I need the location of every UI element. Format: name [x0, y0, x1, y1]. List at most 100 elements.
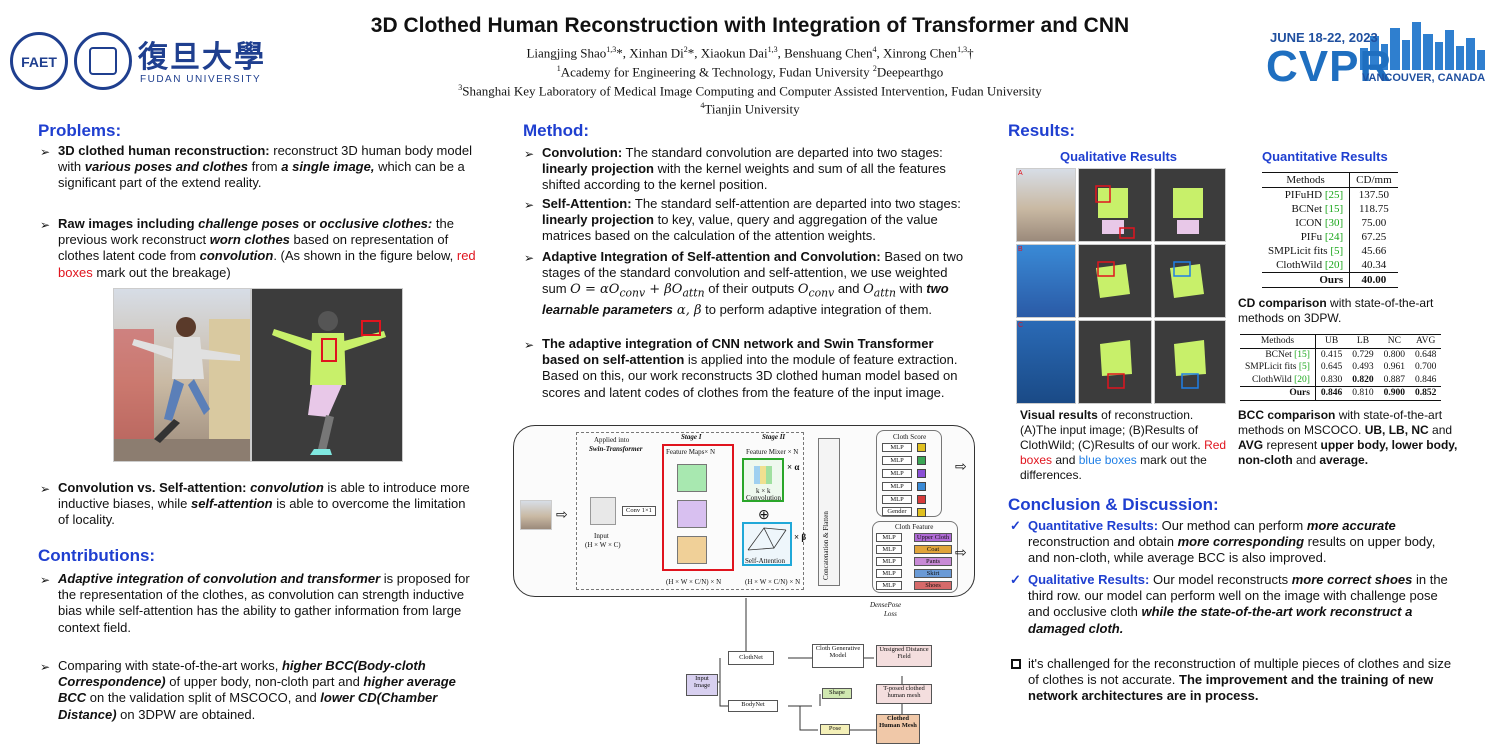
- pants-label: Pants: [914, 557, 952, 566]
- problem-item-1: 3D clothed human reconstruction: reconst…: [58, 143, 472, 191]
- bcc-value-cell: 0.900: [1383, 388, 1406, 398]
- conv1x1-box: Conv 1×1: [622, 506, 656, 516]
- mlp-box: MLP: [876, 533, 902, 542]
- cd-table-row: PIFu [24] 67.25: [1262, 230, 1398, 244]
- cloth-score-swatch: [917, 469, 926, 478]
- cd-method-cell: SMPLicit fits [5]: [1262, 244, 1351, 258]
- shape-box: Shape: [822, 688, 852, 699]
- fudan-university-text: FUDAN UNIVERSITY: [140, 74, 262, 85]
- stage-2-label: Stage II: [762, 433, 786, 441]
- bullet-arrow-icon: ➢: [524, 251, 535, 265]
- bcc-header-nc: NC: [1387, 336, 1401, 346]
- unsigned-distance-field-box: Unsigned Distance Field: [876, 645, 932, 667]
- cloth-score-label: Cloth Score: [893, 433, 927, 441]
- swin-module-box: [576, 432, 804, 590]
- mlp-box: MLP: [882, 469, 912, 478]
- cd-method-cell: ICON [30]: [1262, 216, 1351, 230]
- mlp-box: MLP: [876, 557, 902, 566]
- diagram-input-thumbnail: [520, 500, 552, 530]
- cloth-feature-label: Cloth Feature: [895, 523, 934, 531]
- row-a-input: [1016, 168, 1076, 242]
- cd-table-row: ClothWild [20] 40.34: [1262, 258, 1398, 273]
- bcc-header-methods: Methods: [1240, 334, 1316, 348]
- affiliation-line-2: 3Shanghai Key Laboratory of Medical Imag…: [458, 82, 1042, 98]
- cd-method-cell: PIFu [24]: [1262, 230, 1351, 244]
- bcc-caption: BCC comparison with state-of-the-art met…: [1238, 408, 1458, 467]
- conclusion-limitation: it's challenged for the reconstruction o…: [1028, 656, 1452, 704]
- cvpr-date: JUNE 18-22, 2023: [1270, 30, 1378, 45]
- stage-1-dims: (H × W × C/N) × N: [666, 578, 722, 586]
- bcc-value-cell: 0.700: [1415, 362, 1437, 372]
- applied-into-label: Applied into: [594, 436, 630, 444]
- bcc-method-cell: Ours: [1240, 386, 1316, 400]
- cd-value-cell: 118.75: [1358, 203, 1389, 215]
- mlp-box: MLP: [876, 569, 902, 578]
- method-adaptive-integration: Adaptive Integration of Self-attention a…: [542, 249, 964, 319]
- cd-table-row: PIFuHD [25]137.50: [1262, 187, 1398, 202]
- bcc-value-cell: 0.415: [1320, 349, 1343, 360]
- pose-box: Pose: [820, 724, 850, 735]
- mlp-box: MLP: [882, 495, 912, 504]
- problems-heading: Problems:: [38, 121, 122, 140]
- method-self-attention: Self-Attention: The standard self-attent…: [542, 196, 961, 244]
- bcc-header-avg: AVG: [1416, 336, 1436, 346]
- sum-icon: ⊕: [758, 506, 770, 522]
- bullet-arrow-icon: ➢: [40, 660, 51, 674]
- quantitative-results-title: Quantitative Results: [1262, 149, 1388, 164]
- bullet-arrow-icon: ➢: [40, 145, 51, 159]
- cd-method-cell: ClothWild [20]: [1262, 258, 1351, 273]
- bcc-value-cell: 0.648: [1415, 349, 1437, 360]
- cd-header-methods: Methods: [1262, 172, 1351, 188]
- mlp-box: MLP: [876, 581, 902, 590]
- bcc-value-cell: 0.846: [1320, 388, 1343, 398]
- result-mesh-marks: [1095, 185, 1206, 389]
- cd-value-cell: 75.00: [1361, 217, 1387, 229]
- cd-value-cell: 40.34: [1361, 259, 1387, 271]
- affiliation-line-3: 4Tianjin University: [700, 101, 800, 117]
- clothed-human-mesh-box: Clothed Human Mesh: [876, 714, 920, 744]
- cvpr-place: VANCOUVER, CANADA: [1362, 72, 1486, 84]
- poster-title: 3D Clothed Human Reconstruction with Int…: [370, 14, 1130, 37]
- bcc-value-cell: 0.961: [1383, 362, 1406, 372]
- coat-label: Coat: [914, 545, 952, 554]
- shoes-label: Shoes: [914, 581, 952, 590]
- contribution-item-1: Adaptive integration of convolution and …: [58, 571, 470, 635]
- bcc-table-row: Ours 0.846 0.810 0.900 0.852: [1240, 386, 1442, 400]
- bullet-arrow-icon: ➢: [524, 338, 535, 352]
- cd-value-cell: 40.00: [1361, 274, 1387, 286]
- stage-1-label: Stage I: [681, 433, 702, 441]
- problem-item-2: Raw images including challenge poses or …: [58, 216, 476, 280]
- skirt-label: Skirt: [914, 569, 952, 578]
- contributions-heading: Contributions:: [38, 546, 156, 565]
- bcc-value-cell: 0.810: [1352, 388, 1374, 398]
- alpha-weight-label: × α: [787, 462, 800, 472]
- mlp-box: MLP: [882, 482, 912, 491]
- feature-maps-label: Feature Maps× N: [666, 448, 716, 456]
- clothwild-result-render: [251, 288, 403, 462]
- cd-method-cell: BCNet [15]: [1262, 202, 1351, 216]
- mlp-box: MLP: [882, 443, 912, 452]
- contribution-item-2: Comparing with state-of-the-art works, h…: [58, 658, 456, 722]
- concat-flatten-box: [818, 438, 840, 586]
- bullet-arrow-icon: ➢: [40, 218, 51, 232]
- visual-results-caption: Visual results of reconstruction. (A)The…: [1020, 408, 1227, 482]
- bullet-arrow-icon: ➢: [524, 147, 535, 161]
- fudan-seal-logo: [74, 32, 132, 90]
- bodynet-box: BodyNet: [728, 700, 778, 712]
- cloth-score-swatch: [917, 495, 926, 504]
- arrow-icon: ⇨: [556, 508, 568, 523]
- feature-map-green: [677, 464, 707, 492]
- bcc-value-cell: 0.852: [1415, 388, 1437, 398]
- cd-caption: CD comparison with state-of-the-art meth…: [1238, 296, 1434, 325]
- stage-2-dims: (H × W × C/N) × N: [745, 578, 801, 586]
- qualitative-grid: A B C: [1016, 164, 1226, 404]
- fudan-script-logo: 復旦大學: [138, 40, 266, 75]
- cd-value-cell: 67.25: [1361, 231, 1387, 243]
- input-photo-skateboarder: [113, 288, 251, 462]
- cloth-score-swatch: [917, 456, 926, 465]
- bcc-method-cell: SMPLicit fits [5]: [1240, 361, 1316, 374]
- kernel-grid: [754, 466, 772, 484]
- row-c-input: [1016, 320, 1076, 404]
